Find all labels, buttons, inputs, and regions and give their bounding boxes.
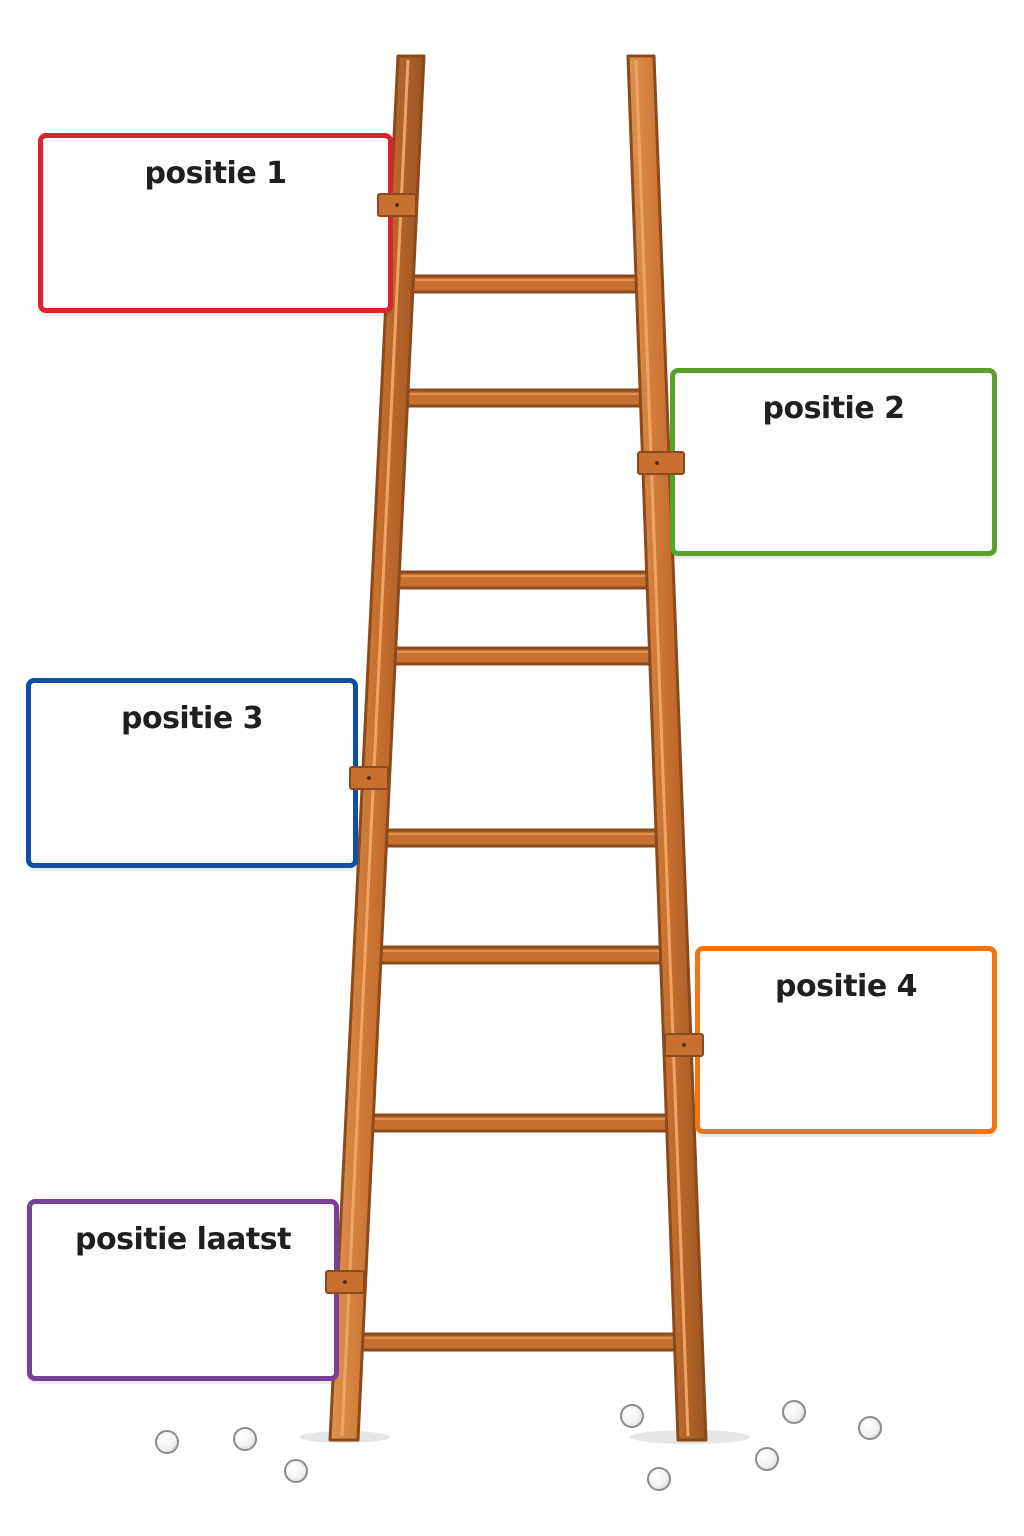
card-label-positie-laatst: positie laatst (75, 1222, 291, 1257)
card-positie-4: positie 4 (695, 946, 997, 1134)
ball-icon (155, 1430, 179, 1454)
card-positie-3: positie 3 (26, 678, 358, 868)
ladder-right-rail (626, 54, 708, 1442)
card-positie-2: positie 2 (670, 368, 997, 556)
ladder-rung (392, 274, 657, 294)
card-label-positie-2: positie 2 (762, 391, 905, 426)
card-positie-1: positie 1 (38, 133, 393, 313)
ladder-rung (365, 828, 678, 848)
ladder-rung (374, 646, 671, 666)
ladder-right-rail-highlight (634, 59, 690, 1437)
card-clip-5 (325, 1270, 365, 1294)
card-clip-3 (349, 766, 389, 790)
ball-icon (233, 1427, 257, 1451)
ladder-rung (359, 945, 682, 965)
ladder-left-rail-highlight (340, 59, 410, 1437)
card-clip-4 (664, 1033, 704, 1057)
ladder-left-rail (328, 54, 426, 1442)
card-positie-laatst: positie laatst (27, 1199, 339, 1381)
ladder-rung (378, 570, 668, 590)
card-label-positie-4: positie 4 (774, 969, 918, 1004)
ladder-rung (351, 1113, 688, 1133)
ball-icon (284, 1459, 308, 1483)
card-clip-1 (377, 193, 417, 217)
card-label-positie-3: positie 3 (120, 701, 264, 736)
ball-icon (620, 1404, 644, 1428)
card-label-positie-1: positie 1 (144, 156, 287, 191)
ball-icon (782, 1400, 806, 1424)
ladder-rung (386, 388, 662, 408)
ball-icon (858, 1416, 882, 1440)
ball-icon (755, 1447, 779, 1471)
card-clip-2 (637, 451, 685, 475)
ball-icon (647, 1467, 671, 1491)
ladder-rung (341, 1332, 696, 1352)
